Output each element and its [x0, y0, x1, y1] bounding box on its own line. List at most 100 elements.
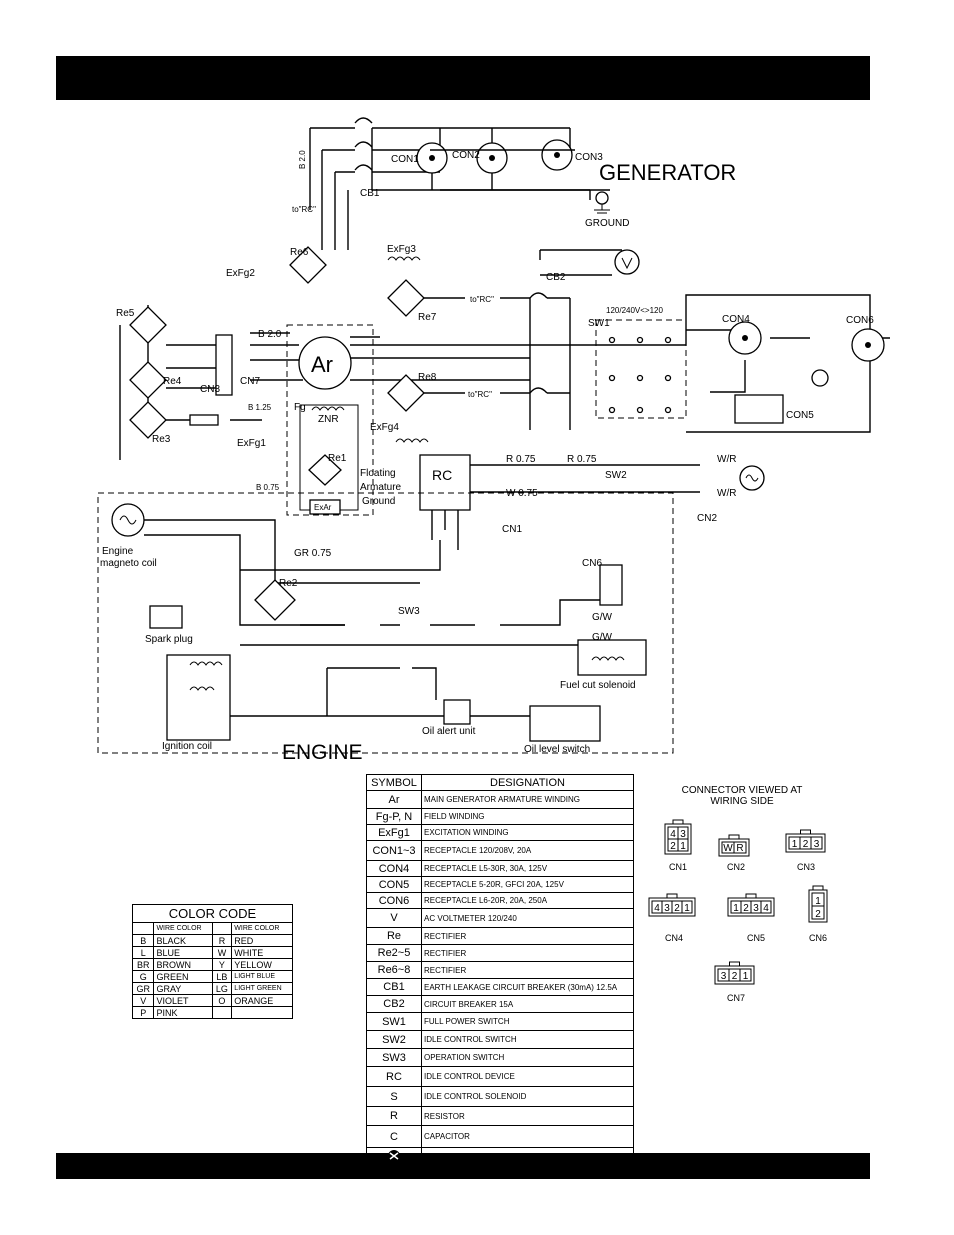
color-code-title: COLOR CODE: [132, 904, 293, 923]
cn2-pin: W: [723, 843, 733, 854]
ignition-coil-label: Ignition coil: [162, 741, 212, 752]
cb1-label: CB1: [360, 188, 380, 199]
color-name-cell: YELLOW: [231, 958, 293, 971]
designation-cell: FULL POWER SWITCH: [421, 1012, 634, 1031]
rectifier-re2: Re2: [254, 578, 298, 621]
cn1-pin: 4: [670, 829, 676, 840]
symbol-cell: RC: [366, 1066, 422, 1087]
cn5-pin: 1: [733, 903, 739, 914]
cb2-label: CB2: [546, 272, 566, 283]
con2-receptacle: CON2: [452, 142, 508, 174]
cn6-capacitor: CN6 G/W: [582, 558, 623, 623]
designation-cell: RECEPTACLE L6-20R, 20A, 250A: [421, 892, 634, 909]
col-designation: DESIGNATION: [421, 774, 634, 791]
idle-solenoid: W/R W/R CN2: [697, 454, 765, 524]
con4-receptacle: CON4: [722, 314, 762, 355]
color-hdr-spacer: [131, 922, 155, 935]
color-name-cell: GRAY: [153, 982, 213, 995]
designation-cell: TERMINAL BOARD: [421, 1147, 634, 1168]
symbol-cell: [366, 1147, 422, 1168]
cn3-pin: 2: [803, 839, 809, 850]
rc-label: RC: [432, 467, 452, 483]
re7-label: Re7: [418, 312, 437, 323]
color-name-cell: ORANGE: [231, 994, 293, 1007]
symbol-row: TERMINAL BOARD: [366, 1147, 634, 1168]
designation-cell: IDLE CONTROL DEVICE: [421, 1066, 634, 1087]
color-name-cell: VIOLET: [153, 994, 213, 1007]
header-bar: [56, 56, 870, 100]
exfg4-label: ExFg4: [370, 422, 399, 433]
color-code-cell: R: [211, 934, 233, 947]
color-code-cell: [211, 1006, 233, 1019]
fuel-cut-label: Fuel cut solenoid: [560, 680, 636, 691]
cn6-pin: 1: [815, 896, 821, 907]
engine-magneto-label-2: magneto coil: [100, 558, 157, 569]
color-code-cell: BR: [131, 958, 155, 971]
symbol-cell: SW3: [366, 1048, 422, 1067]
sw2-label: SW2: [605, 470, 627, 481]
cb1-breaker: CB1: [309, 117, 590, 250]
color-code-cell: G: [131, 970, 155, 983]
color-code-cell: O: [211, 994, 233, 1007]
cn1-label: CN1: [669, 862, 687, 872]
color-hdr-2: WIRE COLOR: [231, 922, 293, 935]
rectifier-re3: Re3: [129, 401, 171, 445]
cn7-pin: 2: [732, 971, 738, 982]
color-name-cell: GREEN: [153, 970, 213, 983]
oil-alert-label: Oil alert unit: [422, 726, 476, 737]
ignition-coil: Ignition coil: [162, 654, 231, 752]
voltmeter: [539, 249, 640, 276]
re1-label: Re1: [328, 453, 347, 464]
engine-boundary: [97, 492, 674, 754]
sw3-label: SW3: [398, 606, 420, 617]
cn4-pin: 4: [654, 903, 660, 914]
designation-cell: MAIN GENERATOR ARMATURE WINDING: [421, 790, 634, 809]
cn3-pin: 3: [814, 839, 820, 850]
re5-label: Re5: [116, 308, 135, 319]
wire-label-b20-a: B 2.0: [258, 329, 282, 340]
re2-label: Re2: [279, 578, 298, 589]
cn5-pin: 2: [743, 903, 749, 914]
oil-alert-unit: Oil alert unit: [422, 699, 476, 737]
designation-cell: RECEPTACLE 5-20R, GFCI 20A, 125V: [421, 876, 634, 893]
color-code-cell: LG: [211, 982, 233, 995]
symbol-cell: ExFg1: [366, 824, 422, 841]
symbol-cell: CON4: [366, 860, 422, 877]
gr075-label: GR 0.75: [294, 548, 332, 559]
color-name-cell: BROWN: [153, 958, 213, 971]
color-hdr-spacer-2: [211, 922, 233, 935]
cn1-pin: 1: [680, 841, 686, 852]
engine-magneto-label-1: Engine: [102, 546, 134, 557]
generator-title: GENERATOR: [599, 160, 736, 185]
field-winding-block: Fg ZNR Re1 ExAr Floating Armature Ground: [294, 402, 402, 515]
cn7-pin: 1: [743, 971, 749, 982]
cn3-label: CN3: [797, 862, 815, 872]
color-code-cell: V: [131, 994, 155, 1007]
armature-ar: Ar B 2.0: [250, 324, 605, 516]
cn2-label: CN2: [727, 862, 745, 872]
color-name-cell: WHITE: [231, 946, 293, 959]
color-name-cell: LIGHT BLUE: [231, 970, 293, 983]
con3-receptacle: CON3: [541, 139, 603, 171]
ground2-label: Ground: [362, 496, 395, 507]
color-hdr-1: WIRE COLOR: [153, 922, 213, 935]
color-code-cell: P: [131, 1006, 155, 1019]
symbol-cell: CON5: [366, 876, 422, 893]
floating-label: Floating: [360, 468, 396, 479]
